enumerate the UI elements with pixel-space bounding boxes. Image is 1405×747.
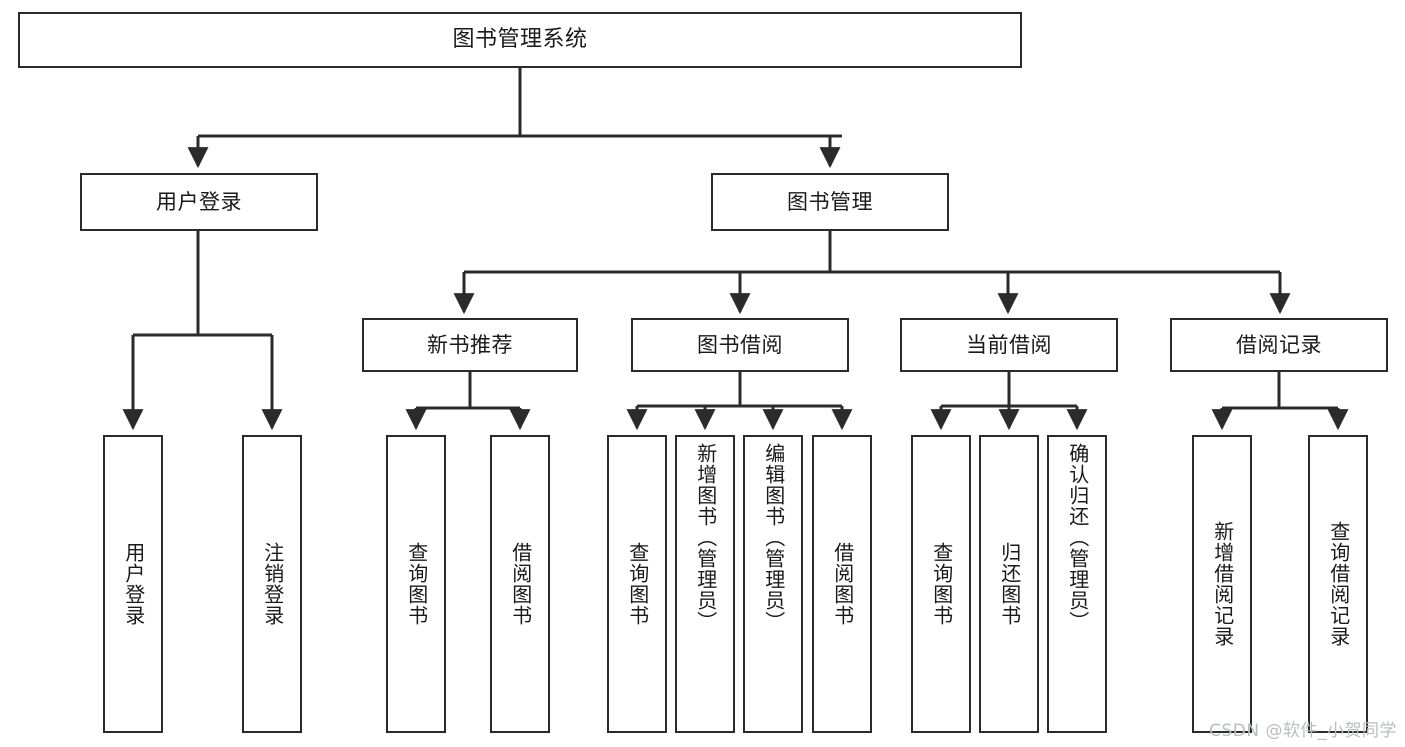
node-new-book-recommend[interactable]: 新书推荐 <box>362 318 578 372</box>
node-label: 查询图书 <box>929 542 954 626</box>
node-user-login[interactable]: 用户登录 <box>80 173 318 231</box>
node-label: 图书借阅 <box>697 332 783 357</box>
node-label: 归还图书 <box>997 542 1022 626</box>
node-label: 查询图书 <box>625 542 650 626</box>
node-label: 查询借阅记录 <box>1326 521 1351 647</box>
node-book-borrow[interactable]: 图书借阅 <box>631 318 849 372</box>
node-label: 注销登录 <box>260 542 285 626</box>
node-leaf-user-login[interactable]: 用户登录 <box>103 435 163 733</box>
node-label: 图书管理系统 <box>452 27 588 53</box>
watermark: CSDN @软件_小贺同学 <box>1209 721 1397 741</box>
node-label: 确认归还（管理员） <box>1065 443 1090 632</box>
node-borrow-record[interactable]: 借阅记录 <box>1170 318 1388 372</box>
node-leaf-logout[interactable]: 注销登录 <box>242 435 302 733</box>
node-label: 图书管理 <box>787 189 873 214</box>
node-leaf-borrow-book-2[interactable]: 借阅图书 <box>812 435 872 733</box>
node-label: 用户登录 <box>156 189 242 214</box>
node-label: 查询图书 <box>404 542 429 626</box>
node-label: 新增图书（管理员） <box>693 443 718 632</box>
node-leaf-add-book[interactable]: 新增图书（管理员） <box>675 435 735 733</box>
node-leaf-query-book-2[interactable]: 查询图书 <box>607 435 667 733</box>
node-root-book-management-system[interactable]: 图书管理系统 <box>18 12 1022 68</box>
node-label: 借阅记录 <box>1236 332 1322 357</box>
node-current-borrow[interactable]: 当前借阅 <box>900 318 1118 372</box>
node-label: 当前借阅 <box>966 332 1052 357</box>
node-leaf-query-book-3[interactable]: 查询图书 <box>911 435 971 733</box>
node-leaf-confirm-return[interactable]: 确认归还（管理员） <box>1047 435 1107 733</box>
node-leaf-add-record[interactable]: 新增借阅记录 <box>1192 435 1252 733</box>
node-label: 借阅图书 <box>508 542 533 626</box>
node-label: 编辑图书（管理员） <box>761 443 786 632</box>
node-label: 借阅图书 <box>830 542 855 626</box>
node-leaf-borrow-book-1[interactable]: 借阅图书 <box>490 435 550 733</box>
node-label: 新增借阅记录 <box>1210 521 1235 647</box>
node-leaf-return-book[interactable]: 归还图书 <box>979 435 1039 733</box>
node-leaf-query-record[interactable]: 查询借阅记录 <box>1308 435 1368 733</box>
node-leaf-edit-book[interactable]: 编辑图书（管理员） <box>743 435 803 733</box>
node-label: 用户登录 <box>121 542 146 626</box>
node-leaf-query-book-1[interactable]: 查询图书 <box>386 435 446 733</box>
node-label: 新书推荐 <box>427 332 513 357</box>
node-book-manage[interactable]: 图书管理 <box>711 173 949 231</box>
